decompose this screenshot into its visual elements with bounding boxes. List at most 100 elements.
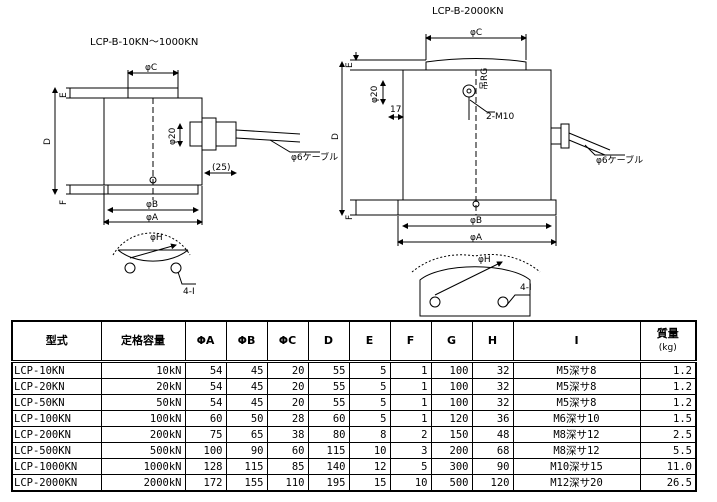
right-drawing: LCP-B-2000KN φC 吊RG 2-M10 φ20 17 φ6ケーブル …	[331, 6, 643, 317]
left-phiA-label: φA	[146, 213, 159, 223]
header-G: G	[430, 320, 473, 363]
table-cell: 120	[471, 474, 514, 492]
table-cell: 55	[307, 361, 350, 379]
table-cell: 32	[471, 378, 514, 395]
left-phiB-label: φB	[146, 200, 158, 210]
table-cell: 20	[266, 361, 309, 379]
right-dim17-label: 17	[390, 105, 401, 115]
header-mass: 質量(kg)	[639, 320, 697, 363]
table-cell: 32	[471, 361, 514, 379]
table-cell: 55	[307, 378, 350, 395]
table-cell: 1	[389, 361, 432, 379]
table-cell: 90	[471, 458, 514, 475]
left-D-label: D	[43, 138, 53, 145]
right-phiH-label: φH	[478, 255, 491, 265]
table-cell: 45	[225, 394, 268, 411]
table-cell: 20kN	[100, 378, 186, 395]
table-cell: LCP-50KN	[11, 394, 102, 411]
table-cell: 55	[307, 394, 350, 411]
table-cell: 200kN	[100, 426, 186, 443]
right-phiA-label: φA	[470, 233, 483, 243]
table-cell: 100kN	[100, 410, 186, 427]
left-title: LCP-B-10KN～1000KN	[90, 37, 198, 48]
table-cell: 20	[266, 378, 309, 395]
left-E-label: E	[59, 92, 69, 98]
table-cell: M5深サ8	[512, 394, 641, 411]
table-cell: 38	[266, 426, 309, 443]
right-ring-label: 吊RG	[479, 68, 490, 90]
left-phi20-label: φ20	[168, 127, 178, 145]
table-cell: LCP-1000KN	[11, 458, 102, 475]
table-cell: 1.5	[639, 410, 697, 427]
table-cell: 140	[307, 458, 350, 475]
header-phiA: ΦA	[184, 320, 227, 363]
table-cell: 500	[430, 474, 473, 492]
table-cell: 5	[348, 410, 391, 427]
header-E: E	[348, 320, 391, 363]
right-title: LCP-B-2000KN	[432, 6, 504, 17]
table-cell: 26.5	[639, 474, 697, 492]
table-cell: 2000kN	[100, 474, 186, 492]
right-F-label: F	[345, 215, 355, 220]
left-cable-label: φ6ケーブル	[291, 151, 338, 163]
right-phiB-label: φB	[470, 216, 482, 226]
table-cell: 128	[184, 458, 227, 475]
table-cell: 100	[430, 361, 473, 379]
technical-drawing: LCP-B-10KN～1000KN φC φ20 (25) φ6ケーブル E D	[43, 6, 643, 317]
table-cell: 85	[266, 458, 309, 475]
table-cell: 60	[184, 410, 227, 427]
table-cell: 5	[348, 394, 391, 411]
table-cell: M10深サ15	[512, 458, 641, 475]
table-cell: 36	[471, 410, 514, 427]
table-cell: 5	[348, 361, 391, 379]
header-I: I	[512, 320, 641, 363]
table-cell: M6深サ10	[512, 410, 641, 427]
table-cell: 68	[471, 442, 514, 459]
table-cell: 155	[225, 474, 268, 492]
table-cell: 100	[430, 394, 473, 411]
table-cell: M8深サ12	[512, 426, 641, 443]
table-cell: 115	[225, 458, 268, 475]
header-H: H	[471, 320, 514, 363]
table-cell: 50kN	[100, 394, 186, 411]
table-cell: 11.0	[639, 458, 697, 475]
spec-table: 型式 定格容量 ΦA ΦB ΦC D E F G H I 質量(kg) LCP-…	[11, 320, 697, 492]
table-cell: LCP-2000KN	[11, 474, 102, 492]
table-cell: 1.2	[639, 378, 697, 395]
table-cell: 12	[348, 458, 391, 475]
table-cell: 3	[389, 442, 432, 459]
table-cell: 200	[430, 442, 473, 459]
table-cell: 90	[225, 442, 268, 459]
header-F: F	[389, 320, 432, 363]
right-m10-label: 2-M10	[486, 112, 514, 122]
table-cell: 1	[389, 378, 432, 395]
table-header-row: 型式 定格容量 ΦA ΦB ΦC D E F G H I 質量(kg)	[11, 320, 697, 363]
right-phi20-label: φ20	[370, 85, 380, 103]
table-cell: 2	[389, 426, 432, 443]
table-cell: 500kN	[100, 442, 186, 459]
table-cell: 300	[430, 458, 473, 475]
table-cell: 20	[266, 394, 309, 411]
table-cell: 1	[389, 410, 432, 427]
table-cell: LCP-200KN	[11, 426, 102, 443]
table-cell: LCP-20KN	[11, 378, 102, 395]
table-cell: 10	[389, 474, 432, 492]
table-cell: 45	[225, 378, 268, 395]
table-cell: 10	[348, 442, 391, 459]
header-capacity: 定格容量	[100, 320, 186, 363]
header-phiC: ΦC	[266, 320, 309, 363]
header-phiB: ΦB	[225, 320, 268, 363]
table-cell: 172	[184, 474, 227, 492]
table-cell: 60	[266, 442, 309, 459]
header-mass-label: 質量	[656, 327, 679, 340]
table-cell: 195	[307, 474, 350, 492]
table-cell: 48	[471, 426, 514, 443]
left-holes-label: 4-I	[183, 287, 195, 297]
table-cell: 80	[307, 426, 350, 443]
table-cell: M5深サ8	[512, 378, 641, 395]
